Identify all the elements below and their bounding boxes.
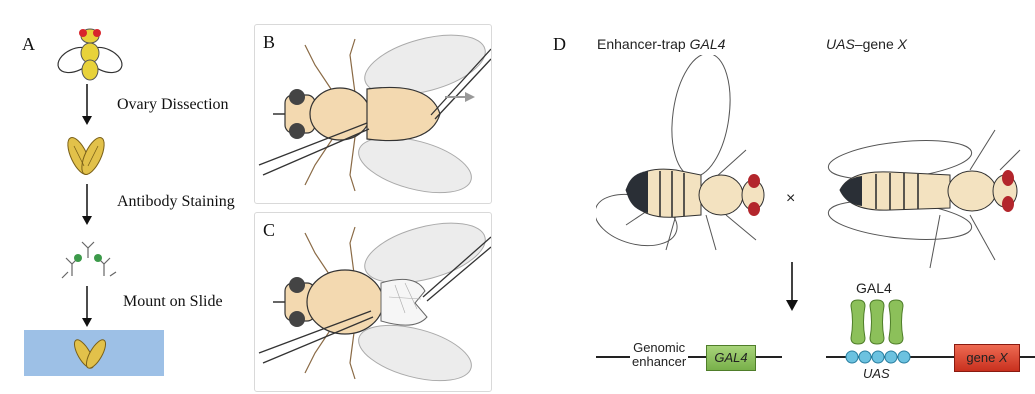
gal4-protein-icon: [848, 298, 908, 346]
panel-a-letter: A: [22, 34, 35, 55]
ovary-icon: [64, 130, 108, 182]
gene-x-box: gene X: [954, 344, 1020, 372]
uas-fly: [820, 120, 1030, 270]
ovary-icon: [72, 333, 108, 375]
cross-symbol: ×: [786, 190, 795, 208]
antibody-icon: [58, 238, 118, 282]
enhancer-label: enhancer: [632, 355, 686, 369]
gal4-gene-box: GAL4: [706, 345, 756, 371]
enhancer-trap-gal4-title: Enhancer-trap GAL4: [597, 36, 725, 52]
uas-gene-x-title: UAS–gene X: [826, 36, 907, 52]
step-antibody-staining: Antibody Staining: [117, 193, 235, 211]
arrow-down-icon: [80, 84, 94, 126]
genomic-label: Genomic: [632, 341, 686, 355]
fly-dissection-illustration: [255, 25, 491, 203]
panel-d-letter: D: [553, 34, 566, 55]
enhancer-trap-fly: [596, 55, 776, 255]
panel-b-letter: B: [263, 32, 275, 53]
uas-label: UAS: [863, 366, 890, 381]
title-prefix: Enhancer-trap: [597, 36, 690, 52]
arrow-down-icon: [784, 262, 800, 312]
gene-x-italic: X: [999, 350, 1008, 365]
step-ovary-dissection: Ovary Dissection: [117, 96, 229, 114]
arrow-down-icon: [80, 286, 94, 328]
gal4-protein-label: GAL4: [856, 280, 892, 296]
title-italic: UAS: [826, 36, 855, 52]
title-italic: X: [898, 36, 907, 52]
panel-b-card: [254, 24, 492, 204]
title-italic: GAL4: [690, 36, 726, 52]
uas-beads-icon: [845, 350, 911, 364]
fly-icon: [50, 20, 130, 82]
panel-c-letter: C: [263, 220, 275, 241]
step-mount-on-slide: Mount on Slide: [123, 293, 223, 311]
arrow-down-icon: [80, 184, 94, 226]
gene-x-prefix: gene: [966, 350, 999, 365]
panel-c-card: [254, 212, 492, 392]
fly-dissection-illustration: [255, 213, 491, 391]
title-suffix: –gene: [855, 36, 898, 52]
genomic-enhancer-label: Genomic enhancer: [630, 341, 688, 369]
gal4-gene-label: GAL4: [714, 350, 747, 365]
